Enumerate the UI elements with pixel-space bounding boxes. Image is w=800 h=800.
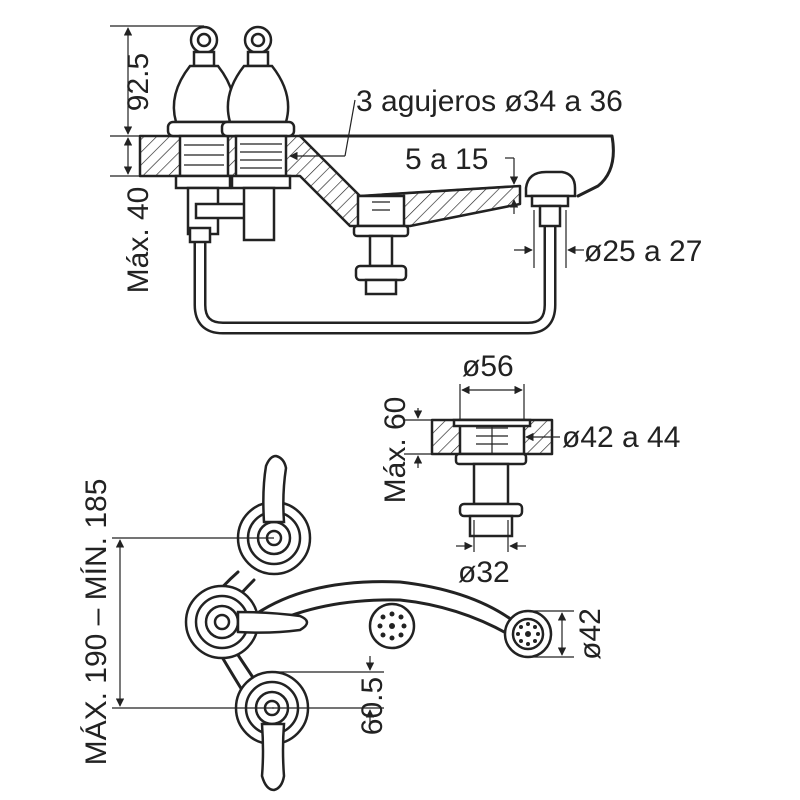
label-drain-tail: ø32 — [458, 556, 510, 589]
dim-spout-tube: ø25 a 27 — [514, 210, 702, 268]
dim-spout-gap: 5 a 15 — [405, 143, 519, 214]
label-deck-thickness: Máx. 40 — [122, 187, 155, 294]
label-handle-height: 92.5 — [122, 53, 155, 111]
basin-drain — [352, 194, 410, 296]
drain-detail: ø56 ø42 a 44 Máx. 60 ø32 — [379, 350, 680, 589]
dim-half-center: 60.5 — [272, 656, 389, 735]
basin-rim — [298, 134, 615, 198]
label-centers-range: MÁX. 190 – MÍN. 185 — [80, 479, 113, 766]
dim-deck-thickness: Máx. 40 — [110, 137, 155, 294]
dim-centers-range: MÁX. 190 – MÍN. 185 — [80, 479, 274, 766]
label-half-center: 60.5 — [356, 677, 389, 735]
supply-hose — [193, 198, 557, 335]
dim-aerator: ø42 — [528, 608, 607, 660]
aerator-plan — [503, 609, 553, 659]
top-plan-view: MÁX. 190 – MÍN. 185 60.5 ø42 — [80, 454, 607, 792]
middle-valve — [184, 584, 309, 660]
label-aerator: ø42 — [574, 608, 607, 660]
left-handle-valve — [166, 25, 248, 244]
side-section-view: 92.5 Máx. 40 3 agujeros ø34 a 36 5 a 15 — [110, 25, 702, 335]
top-valve — [236, 454, 312, 576]
label-spout-tube: ø25 a 27 — [584, 235, 702, 268]
label-spout-gap: 5 a 15 — [405, 143, 488, 176]
dim-holes: 3 agujeros ø34 a 36 — [289, 85, 623, 161]
label-drain-max: Máx. 60 — [379, 397, 412, 504]
label-holes: 3 agujeros ø34 a 36 — [356, 85, 623, 118]
label-drain-flange: ø56 — [462, 350, 514, 383]
bottom-valve — [234, 670, 310, 792]
dim-handle-height: 92.5 — [110, 25, 204, 137]
drain-plan — [368, 602, 416, 650]
basin-inner — [359, 185, 521, 197]
right-handle-valve — [220, 25, 296, 242]
label-drain-hole: ø42 a 44 — [562, 421, 680, 454]
spout-base — [524, 170, 577, 228]
